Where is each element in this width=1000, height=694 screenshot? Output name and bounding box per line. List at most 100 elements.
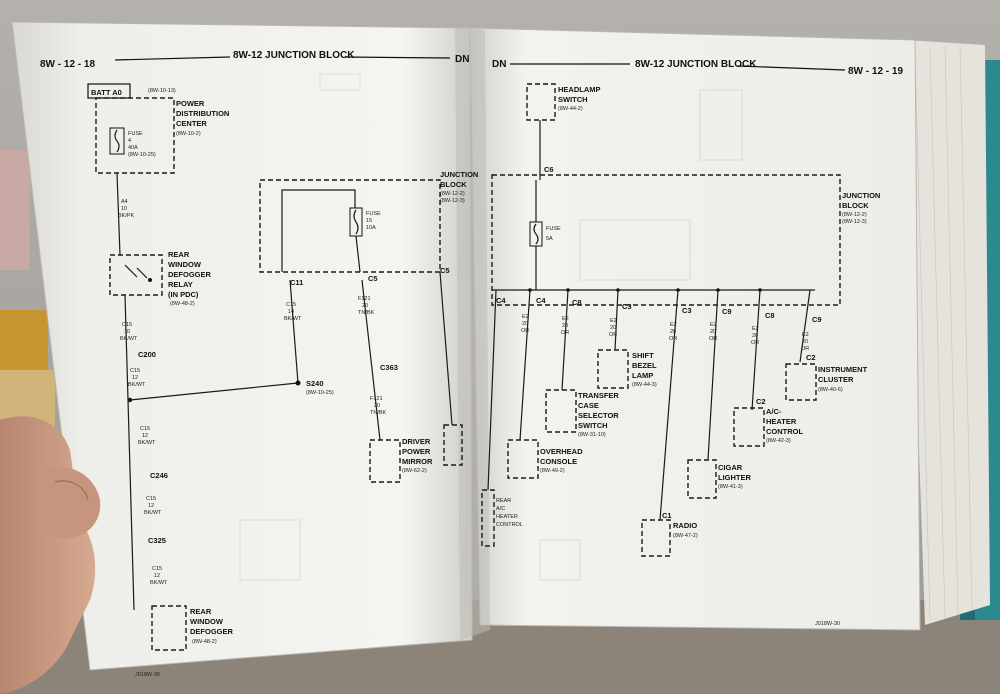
svg-text:12: 12 bbox=[142, 433, 148, 439]
svg-text:RELAY: RELAY bbox=[168, 280, 193, 289]
svg-text:(8W-10-2): (8W-10-2) bbox=[176, 131, 201, 137]
pdc-label: POWER bbox=[176, 99, 205, 108]
c9-label: C9 bbox=[722, 307, 732, 316]
svg-text:(8W-12-3): (8W-12-3) bbox=[842, 219, 867, 225]
svg-text:C15: C15 bbox=[146, 496, 156, 502]
batt-label: BATT A0 bbox=[91, 88, 122, 97]
svg-text:20: 20 bbox=[362, 303, 368, 309]
s240-splice bbox=[295, 380, 301, 386]
svg-text:12: 12 bbox=[132, 375, 138, 381]
svg-text:(8W-31-10): (8W-31-10) bbox=[578, 432, 606, 438]
svg-text:WINDOW: WINDOW bbox=[168, 260, 202, 269]
svg-text:CONSOLE: CONSOLE bbox=[540, 457, 577, 466]
svg-text:FUSE: FUSE bbox=[366, 211, 381, 217]
c8-label: C8 bbox=[572, 298, 582, 307]
svg-text:F121: F121 bbox=[370, 396, 383, 402]
pink-object bbox=[0, 150, 30, 270]
svg-text:MIRROR: MIRROR bbox=[402, 457, 433, 466]
svg-text:BK/WT: BK/WT bbox=[138, 440, 156, 446]
thumb bbox=[37, 466, 101, 539]
svg-text:C3: C3 bbox=[682, 306, 692, 315]
book-gutter bbox=[455, 28, 490, 640]
driver-mirror-label: DRIVER bbox=[402, 437, 431, 446]
svg-text:OR: OR bbox=[751, 340, 759, 346]
c2-label: C2 bbox=[806, 353, 816, 362]
svg-text:OR: OR bbox=[669, 336, 677, 342]
svg-text:BEZEL: BEZEL bbox=[632, 361, 657, 370]
svg-text:(8W-48-2): (8W-48-2) bbox=[192, 639, 217, 645]
svg-text:20: 20 bbox=[562, 323, 568, 329]
svg-text:SWITCH: SWITCH bbox=[558, 95, 588, 104]
svg-text:C9: C9 bbox=[812, 315, 822, 324]
svg-text:12: 12 bbox=[154, 573, 160, 579]
junction-block-right bbox=[491, 174, 841, 306]
show-through-ghost bbox=[239, 73, 743, 581]
overhead-console-box bbox=[507, 439, 539, 479]
svg-text:(8W-44-2): (8W-44-2) bbox=[558, 106, 583, 112]
relay-label: REAR bbox=[168, 250, 190, 259]
svg-text:BK/PK: BK/PK bbox=[118, 213, 135, 219]
c246-label: C246 bbox=[150, 471, 168, 480]
svg-text:A/C: A/C bbox=[496, 506, 505, 512]
svg-text:BK/WT: BK/WT bbox=[128, 382, 146, 388]
svg-text:DEFOGGER: DEFOGGER bbox=[168, 270, 212, 279]
svg-text:E2: E2 bbox=[710, 322, 717, 328]
svg-text:20: 20 bbox=[522, 321, 528, 327]
svg-text:C15: C15 bbox=[286, 302, 296, 308]
defogger-box bbox=[151, 605, 187, 651]
svg-text:20: 20 bbox=[374, 403, 380, 409]
driver-mirror-box bbox=[369, 439, 401, 483]
svg-text:DISTRIBUTION: DISTRIBUTION bbox=[176, 109, 229, 118]
rear-ac-heater-box bbox=[481, 489, 495, 547]
svg-text:SELECTOR: SELECTOR bbox=[578, 411, 619, 420]
svg-text:CASE: CASE bbox=[578, 401, 599, 410]
svg-text:CLUSTER: CLUSTER bbox=[818, 375, 854, 384]
svg-text:10: 10 bbox=[121, 206, 127, 212]
svg-text:SWITCH: SWITCH bbox=[578, 421, 608, 430]
svg-text:(8W-10-25): (8W-10-25) bbox=[306, 390, 334, 396]
svg-text:20: 20 bbox=[710, 329, 716, 335]
yellow-folder bbox=[0, 310, 48, 370]
svg-text:(8W-12-2): (8W-12-2) bbox=[440, 191, 465, 197]
svg-text:OR: OR bbox=[709, 336, 717, 342]
left-page-number: 8W - 12 - 18 bbox=[40, 59, 95, 70]
headlamp-switch-label: HEADLAMP bbox=[558, 85, 601, 94]
ac-heater-control-box bbox=[733, 407, 765, 447]
svg-text:4: 4 bbox=[128, 138, 131, 144]
cigar-lighter-box bbox=[687, 459, 717, 499]
svg-text:12: 12 bbox=[148, 503, 154, 509]
c1-label: C1 bbox=[662, 511, 672, 520]
jb-left-label: JUNCTION bbox=[440, 170, 478, 179]
svg-text:(8W-62-2): (8W-62-2) bbox=[402, 468, 427, 474]
svg-text:(8W-48-2): (8W-48-2) bbox=[170, 301, 195, 307]
left-model-code: DN bbox=[455, 54, 469, 65]
ac-heater-control-label: A/C- bbox=[766, 407, 782, 416]
right-page-number: 8W - 12 - 19 bbox=[848, 66, 903, 77]
svg-text:OR: OR bbox=[561, 330, 569, 336]
pdc-box bbox=[95, 97, 175, 174]
defogger-label: REAR bbox=[190, 607, 212, 616]
right-footer-code: J018W-30 bbox=[815, 621, 840, 627]
right-model-code: DN bbox=[492, 59, 506, 70]
svg-text:LIGHTER: LIGHTER bbox=[718, 473, 751, 482]
svg-text:C2: C2 bbox=[756, 397, 766, 406]
s240-label: S240 bbox=[306, 379, 324, 388]
svg-text:C15: C15 bbox=[130, 368, 140, 374]
svg-text:BK/WT: BK/WT bbox=[284, 316, 302, 322]
c3-label: C3 bbox=[622, 302, 632, 311]
svg-text:E2: E2 bbox=[752, 326, 759, 332]
svg-text:FUSE: FUSE bbox=[546, 226, 561, 232]
svg-text:(8W-12-3): (8W-12-3) bbox=[440, 198, 465, 204]
svg-text:DEFOGGER: DEFOGGER bbox=[190, 627, 234, 636]
passenger-mirror-box bbox=[443, 424, 463, 466]
left-page-title: 8W-12 JUNCTION BLOCK bbox=[233, 50, 355, 61]
svg-text:OR: OR bbox=[609, 332, 617, 338]
shift-bezel-lamp-label: SHIFT bbox=[632, 351, 654, 360]
junction-block-left bbox=[259, 179, 441, 273]
svg-text:E2: E2 bbox=[562, 316, 569, 322]
svg-text:POWER: POWER bbox=[402, 447, 431, 456]
svg-text:(8W-41-3): (8W-41-3) bbox=[718, 484, 743, 490]
svg-text:(8W-44-3): (8W-44-3) bbox=[632, 382, 657, 388]
svg-text:C15: C15 bbox=[152, 566, 162, 572]
